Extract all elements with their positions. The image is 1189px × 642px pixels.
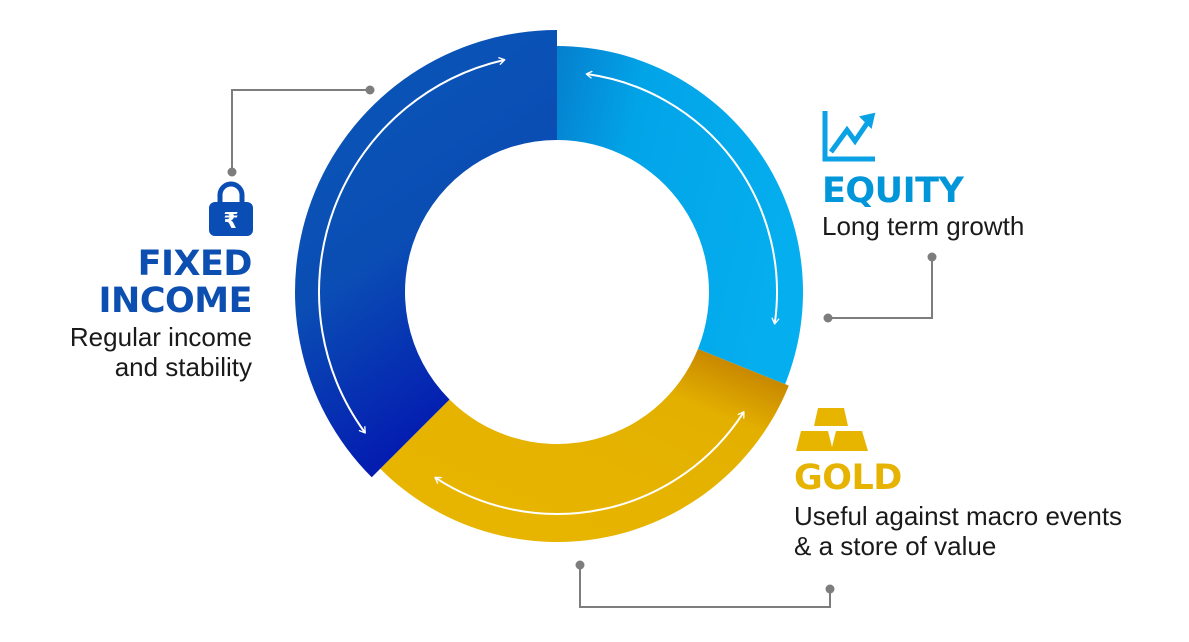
fixed-income-desc-line1: Regular income: [69, 322, 252, 352]
chart-trend-line: [828, 117, 873, 154]
gold-label-group: GOLD Useful against macro events & a sto…: [794, 458, 1184, 562]
gold-double-arrow: [434, 411, 745, 515]
equity-connector: [828, 257, 933, 319]
fixed-income-connector-dot-ring: [365, 85, 375, 95]
equity-double-arrow: [585, 70, 780, 325]
gold-bar-top: [814, 408, 848, 426]
equity-segment: [557, 46, 803, 385]
fixed-income-title-line1: FIXED: [137, 244, 253, 284]
gold-description: Useful against macro events & a store of…: [794, 501, 1184, 561]
ring-segments: [295, 30, 803, 543]
connector-lines: [227, 85, 937, 608]
gold-bars-icon: [796, 408, 868, 451]
gold-bar-left: [796, 431, 833, 451]
equity-connector-dot-ring: [823, 313, 833, 323]
segment-icons: ₹: [209, 111, 876, 451]
fixed-income-title-line2: INCOME: [98, 281, 253, 321]
gold-connector-dot-ring: [575, 560, 585, 570]
equity-title: EQUITY: [822, 171, 964, 211]
equity-description: Long term growth: [822, 211, 1025, 241]
lock-body: [209, 202, 253, 236]
lock-shackle: [217, 181, 245, 204]
gold-title: GOLD: [794, 458, 902, 498]
gold-desc-line1: Useful against macro events: [794, 501, 1123, 531]
chart-axes: [822, 111, 875, 162]
fixed-income-double-arrow: [318, 57, 506, 434]
fixed-income-description: Regular income and stability: [20, 322, 252, 382]
equity-label-group: EQUITY Long term growth: [822, 171, 1182, 242]
rupee-symbol: ₹: [223, 209, 238, 234]
fixed-income-connector-dot-label: [227, 167, 237, 177]
fixed-income-connector: [231, 89, 370, 172]
equity-connector-dot-label: [927, 252, 937, 262]
ring-arrows: [318, 57, 780, 515]
chart-arrow-head: [859, 112, 876, 129]
gold-connector: [579, 565, 831, 608]
fixed-income-segment: [295, 30, 557, 478]
fixed-income-label-group: FIXED INCOME Regular income and stabilit…: [20, 244, 253, 383]
growth-chart-icon: [822, 111, 876, 162]
gold-bar-right: [831, 431, 868, 451]
gold-connector-dot-label: [825, 584, 835, 594]
gold-desc-line2: & a store of value: [794, 531, 997, 561]
rupee-lock-icon: ₹: [209, 181, 253, 236]
fixed-income-title: FIXED INCOME: [20, 244, 253, 321]
fixed-income-desc-line2: and stability: [114, 352, 252, 382]
